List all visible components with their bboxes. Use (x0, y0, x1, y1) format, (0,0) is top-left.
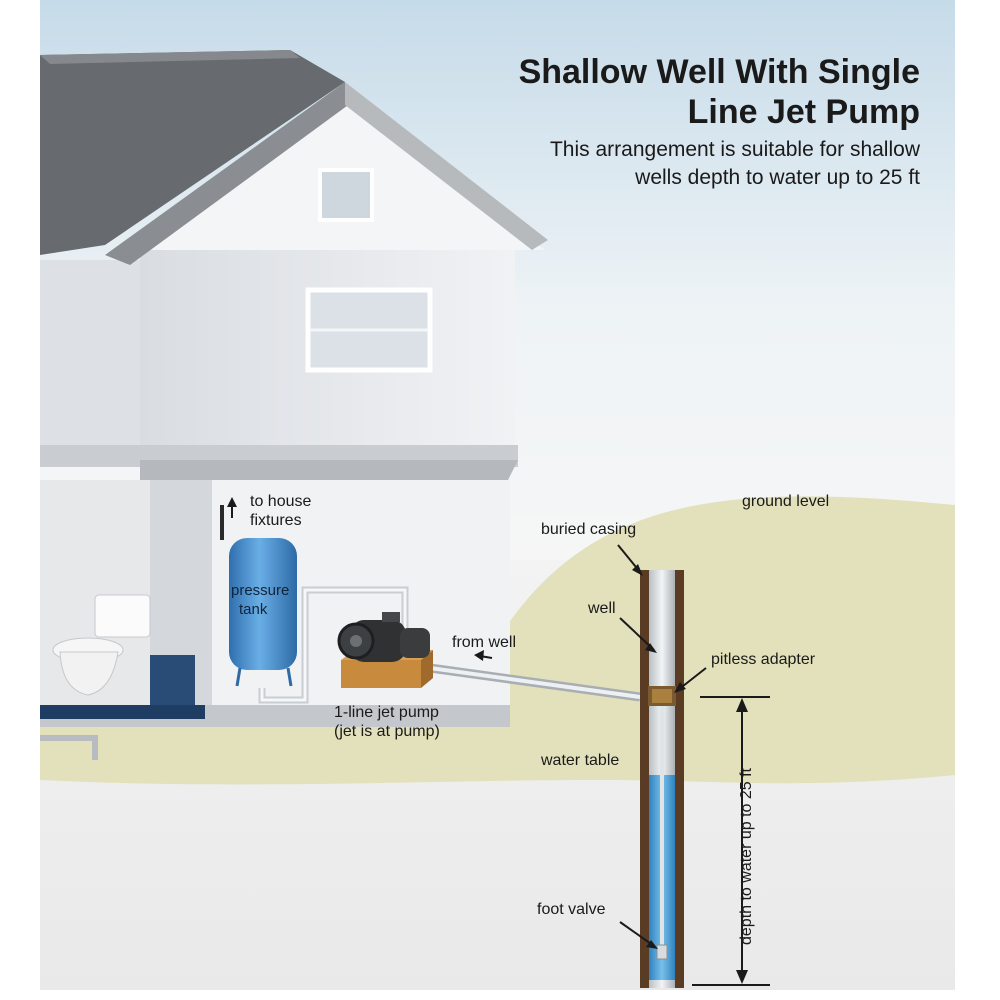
label-pitless-adapter: pitless adapter (711, 651, 816, 668)
diagram-subtitle: This arrangement is suitable for shallow… (550, 136, 920, 192)
title-line-1: Shallow Well With Single (518, 53, 920, 91)
foot-valve (656, 944, 668, 960)
toilet (52, 594, 151, 696)
depth-dimension (692, 696, 770, 986)
house (40, 50, 548, 760)
label-pressure-tank: pressure tank (231, 582, 290, 618)
diagram-title: Shallow Well With Single Line Jet Pump (519, 52, 920, 132)
pressure-tank (229, 538, 297, 687)
subtitle-line-2: wells depth to water up to 25 ft (635, 166, 920, 189)
label-jet-pump: 1-line jet pump (jet is at pump) (334, 704, 440, 740)
attic-window (318, 168, 374, 222)
label-pointers (227, 497, 707, 949)
label-buried-casing: buried casing (541, 521, 637, 538)
label-ground-level: ground level (742, 493, 830, 510)
label-to-house-fixtures: to house fixtures (250, 493, 312, 529)
label-depth: depth to water up to 25 ft (738, 767, 755, 945)
label-well: well (588, 600, 616, 617)
label-foot-valve: foot valve (537, 901, 606, 918)
well (640, 570, 684, 988)
house-piping (220, 505, 641, 704)
label-water-table: water table (541, 752, 620, 769)
jet-pump (337, 612, 433, 688)
label-from-well: from well (452, 634, 517, 651)
title-line-2: Line Jet Pump (687, 93, 920, 131)
subtitle-line-1: This arrangement is suitable for shallow (549, 138, 920, 161)
